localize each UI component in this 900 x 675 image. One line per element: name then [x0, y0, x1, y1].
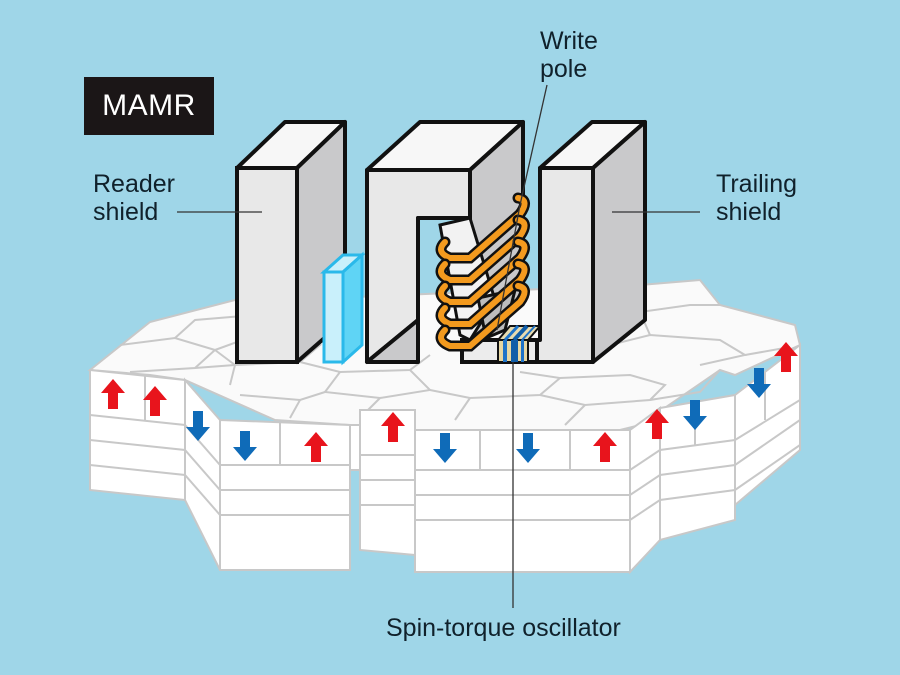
arrow-down-icon: [516, 433, 540, 463]
coil-loop: [438, 261, 528, 327]
arrow-up-icon: [645, 409, 669, 439]
leader-lines: [177, 84, 700, 608]
spin-torque-oscillator-label: Spin-torque oscillator: [386, 614, 621, 642]
trailing-shield-label-line1: Trailing: [716, 170, 798, 198]
coil-loop: [438, 195, 528, 261]
arrow-up-icon: [774, 342, 798, 372]
coil-loop: [438, 283, 528, 349]
write-coil: [435, 192, 530, 352]
arrow-up-icon: [304, 432, 328, 462]
trailing-shield-label: Trailing shield: [716, 170, 797, 226]
arrow-down-icon: [683, 400, 707, 430]
trailing-shield-label-line2: shield: [716, 198, 782, 226]
write-pole-leader: [496, 84, 548, 331]
media-layer-lines: [89, 372, 801, 521]
arrow-up-icon: [143, 386, 167, 416]
write-pole-label: Write pole: [540, 27, 598, 83]
reader-shield-label-line2: shield: [93, 198, 159, 226]
arrow-up-icon: [381, 412, 405, 442]
write-pole-label-line2: pole: [540, 55, 588, 83]
arrow-down-icon: [233, 431, 257, 461]
reader-shield-label: Reader shield: [93, 170, 175, 226]
reader-shield-label-line1: Reader: [93, 170, 175, 198]
arrow-up-icon: [101, 379, 125, 409]
coil-loop: [438, 217, 528, 283]
write-pole-label-line1: Write: [540, 27, 598, 55]
title-badge: MAMR: [84, 77, 214, 135]
trailing-shield: [535, 120, 647, 364]
reader-sensor: [320, 251, 366, 366]
coil-loop: [438, 239, 528, 305]
magnetization-arrows: [101, 342, 798, 463]
spin-torque-oscillator: [495, 324, 543, 363]
arrow-up-icon: [593, 432, 617, 462]
arrow-down-icon: [186, 411, 210, 441]
arrow-down-icon: [747, 368, 771, 398]
arrow-down-icon: [433, 433, 457, 463]
